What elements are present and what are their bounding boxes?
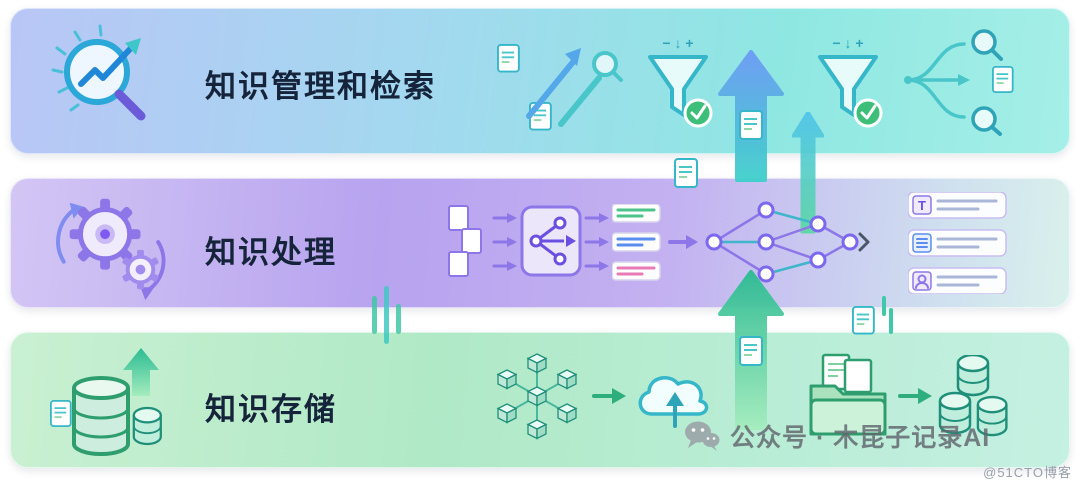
pipeline-in-arrows-icon <box>492 213 517 271</box>
watermark: 公众号 · 木昆子记录AI <box>684 418 990 454</box>
flow-document-icon <box>739 110 763 140</box>
wechat-icon <box>685 421 720 451</box>
distributed-nodes-icon <box>496 353 578 440</box>
upward-flow-arrow-thin <box>792 112 824 234</box>
site-credit: @51CTO博客 <box>983 465 1072 480</box>
documents-rising-arrows-icon <box>497 44 623 131</box>
filter-funnel-check-icon: − ↓ + <box>648 35 713 128</box>
folder-documents-icon <box>809 353 887 436</box>
pipeline-branch-icon <box>520 205 582 277</box>
graph-outputs-icon: T <box>908 192 1007 294</box>
funnel-controls-glyphs: − ↓ + <box>662 35 693 51</box>
flow-tick-lines <box>372 286 401 344</box>
storage-label: 知识存储 <box>205 392 337 427</box>
cloud-upload-icon <box>638 376 709 428</box>
branch-search-icon <box>904 29 1014 136</box>
graph-in-arrow-icon <box>668 235 698 249</box>
magnifier-trend-icon <box>51 24 146 121</box>
pipeline-out-arrows-icon <box>584 213 609 271</box>
watermark-text: 公众号 · 木昆子记录AI <box>730 424 991 452</box>
flow-document-icon <box>739 336 763 366</box>
storage-arrow-icon-1 <box>592 388 626 404</box>
database-icon <box>50 348 162 456</box>
result-list-icon <box>612 204 661 281</box>
text-output-glyph: T <box>918 198 926 213</box>
funnel-controls-glyphs: − ↓ + <box>832 35 863 51</box>
documents-stack-icon <box>448 205 482 277</box>
processing-label: 知识处理 <box>205 235 337 270</box>
filter-funnel-check-icon-2: − ↓ + <box>818 35 883 128</box>
storage-arrow-icon-2 <box>898 388 932 404</box>
knowledge-graph-icon <box>705 201 870 283</box>
flow-document-with-lines-icon <box>852 296 893 335</box>
flow-document-icon <box>674 158 698 188</box>
gears-icon <box>56 198 166 301</box>
retrieval-label: 知识管理和检索 <box>205 69 436 104</box>
